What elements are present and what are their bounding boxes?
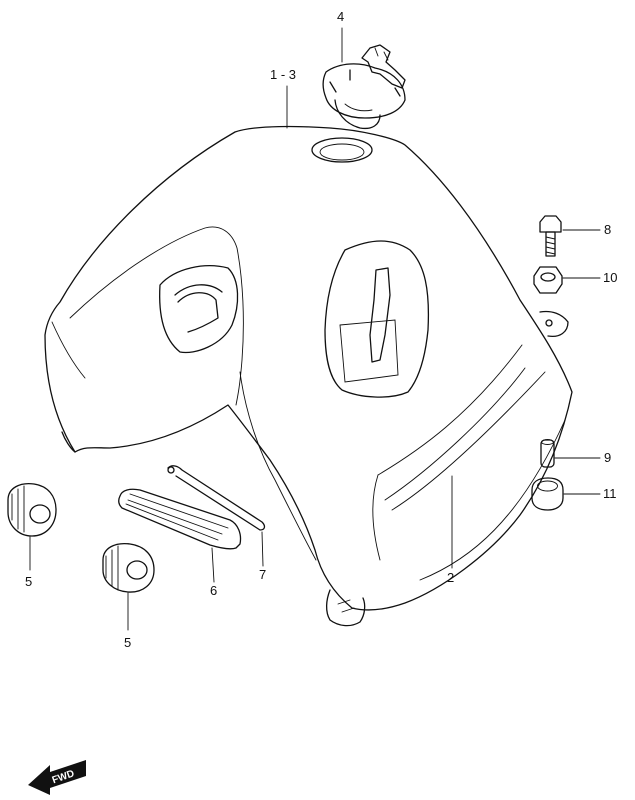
- nut: [533, 266, 563, 294]
- callout-8: 8: [604, 222, 612, 237]
- fuel-cap: [322, 44, 406, 130]
- callout-10: 10: [603, 270, 618, 285]
- forward-arrow-icon: FWD: [28, 760, 86, 795]
- bolt: [539, 215, 562, 257]
- callout-5-left: 5: [25, 574, 33, 589]
- leader-lines: [29, 27, 601, 631]
- callout-6: 6: [210, 583, 218, 598]
- callout-5-right: 5: [124, 635, 132, 650]
- callout-7: 7: [259, 567, 267, 582]
- cushion-right: [102, 542, 155, 593]
- callout-11: 11: [603, 486, 617, 501]
- cushion-left: [7, 482, 57, 537]
- callout-4: 4: [337, 9, 345, 24]
- callout-9: 9: [604, 450, 612, 465]
- callout-2: 2: [447, 570, 455, 585]
- tank-band: [167, 465, 266, 531]
- tank-pad: [118, 488, 242, 550]
- cushion-grommet: [531, 477, 564, 511]
- fuel-tank: [44, 125, 573, 627]
- damper-pin: [540, 439, 555, 468]
- callout-1-3: 1 - 3: [270, 67, 297, 82]
